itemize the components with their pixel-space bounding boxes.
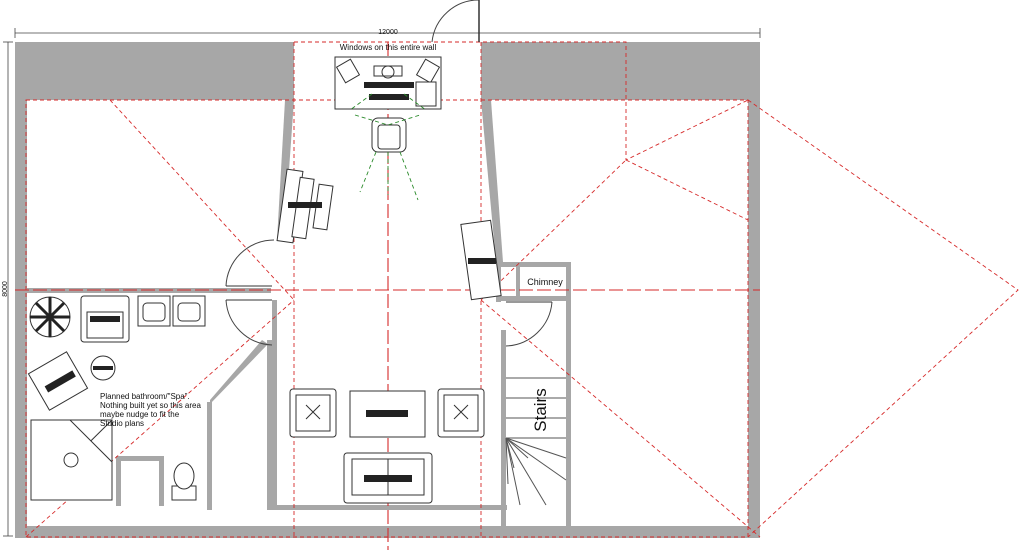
door-right [505, 301, 553, 347]
door-left [225, 239, 275, 346]
right-rack [460, 219, 502, 301]
round-table [90, 355, 116, 381]
windows-note: Windows on this entire wall [340, 43, 437, 52]
lounge-chair [27, 351, 89, 411]
dimension-left: 8000 [2, 41, 13, 537]
bathroom-note-line-2: Nothing built yet so this area [100, 401, 201, 410]
bathroom-note: Planned bathroom/"Spa". Nothing built ye… [100, 392, 201, 428]
toilet [171, 462, 197, 501]
bathroom-note-line-1: Planned bathroom/"Spa". [100, 392, 190, 401]
plant [29, 296, 71, 338]
width-dimension-label: 12000 [378, 29, 398, 36]
chimney-label: Chimney [527, 277, 563, 287]
stairs: Stairs [505, 377, 567, 506]
top-door [431, 0, 480, 43]
dimension-top: 12000 [14, 28, 761, 38]
bathroom-note-line-3: maybe nudge to fit the [100, 410, 180, 419]
sofa [343, 452, 433, 504]
stairs-label: Stairs [531, 388, 550, 431]
shower [30, 419, 113, 501]
left-rack [276, 168, 334, 244]
sinks [137, 295, 206, 327]
bath-armchair [80, 295, 130, 343]
coffee-table [349, 390, 426, 438]
bathroom-note-line-4: Studio plans [100, 419, 144, 428]
central-room-walls [267, 100, 571, 526]
armchair-right [437, 388, 485, 438]
desk-workstation [334, 56, 442, 201]
armchair-left [289, 388, 337, 438]
height-dimension-label: 8000 [2, 281, 9, 297]
